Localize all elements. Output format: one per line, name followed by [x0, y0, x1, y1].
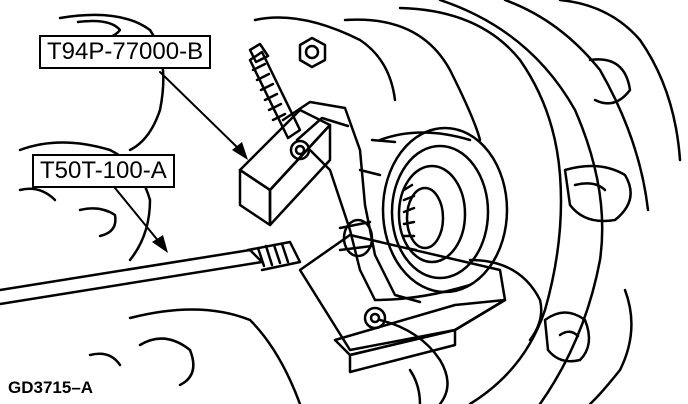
leader-arrowhead-2 [152, 235, 168, 253]
puller-frame [238, 100, 507, 374]
slide-hammer-rod [0, 218, 374, 306]
figure-id: GD3715–A [8, 378, 94, 397]
gear-bearing-assembly [373, 126, 509, 302]
nut [298, 36, 327, 69]
tool-label-t94p: T94P-77000-B [39, 35, 212, 69]
forcing-screw [248, 42, 302, 140]
tool-label-t50t: T50T-100-A [32, 154, 175, 188]
leader-arrowhead-1 [232, 142, 248, 160]
transmission-housing [18, 0, 682, 404]
leader-lines [114, 71, 248, 253]
